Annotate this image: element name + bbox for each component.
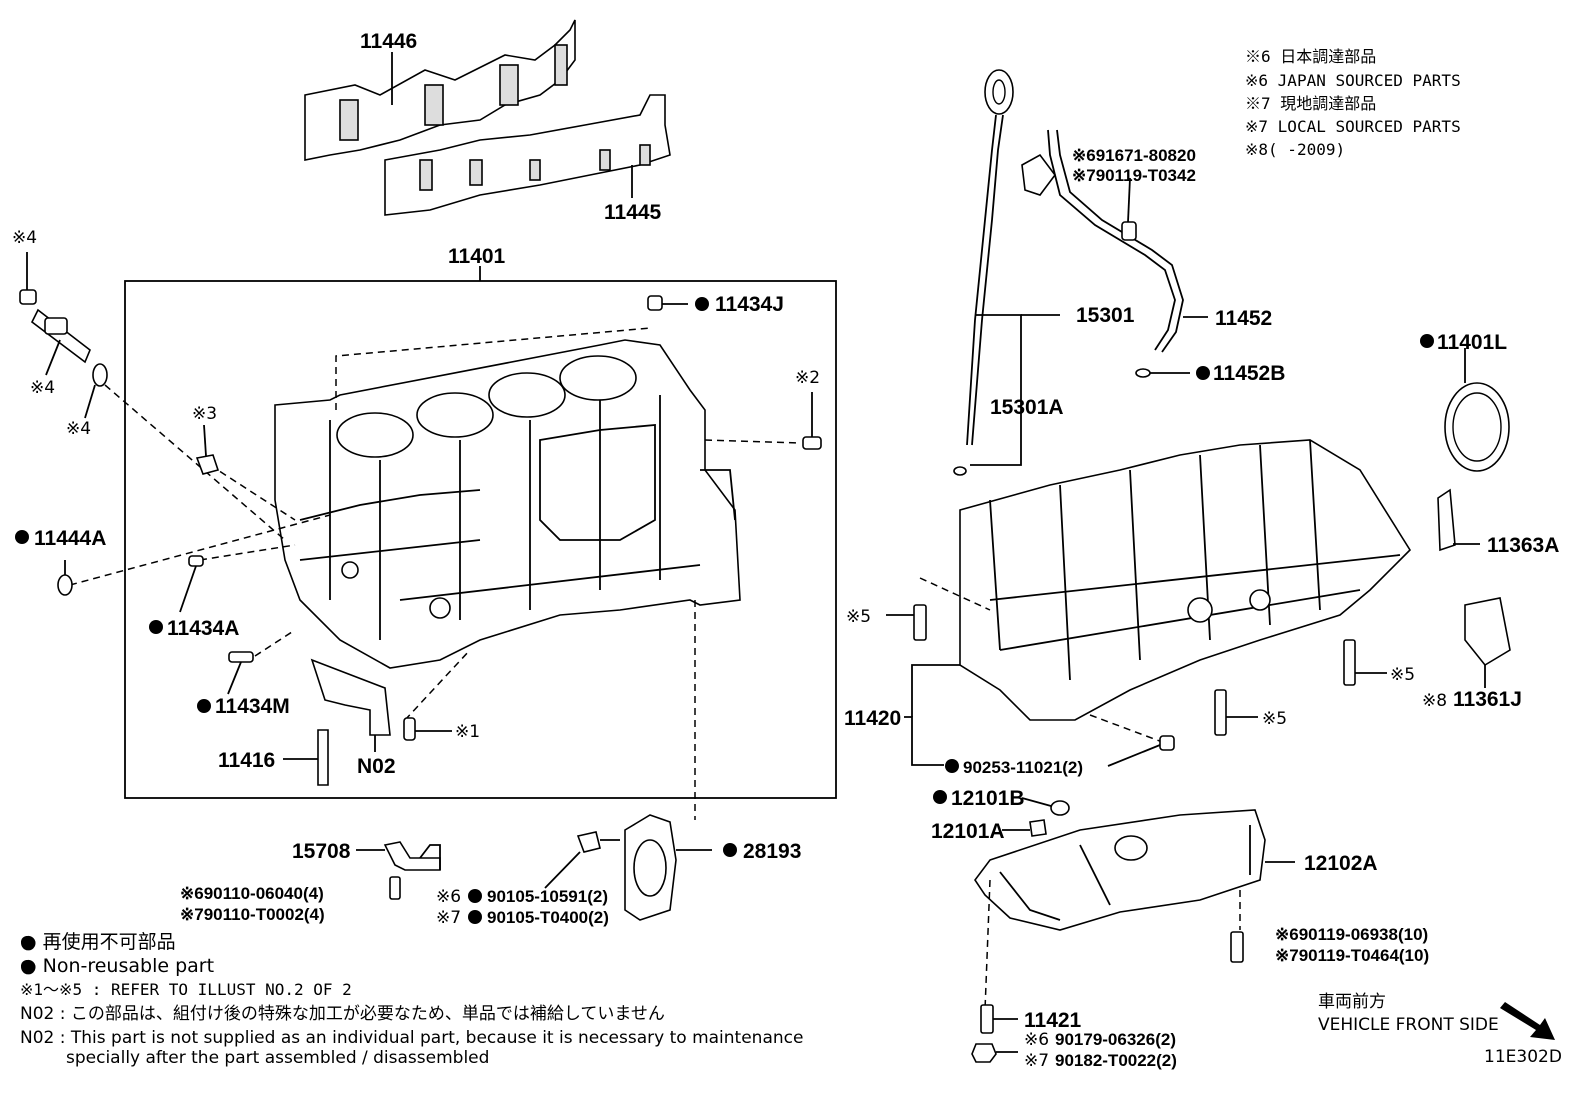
label-mark8: ※8 [1422, 691, 1447, 711]
label-mark6-a: ※6 [436, 887, 461, 907]
direction-label-jp: 車両前方 [1318, 992, 1386, 1012]
label-15708: 15708 [292, 840, 351, 863]
oil-level-gauge-guide-11452-drawing [1021, 129, 1184, 353]
label-11416: 11416 [218, 749, 275, 772]
label-11452B: 11452B [1213, 362, 1285, 385]
label-90110-local: ※790110-T0002(4) [180, 905, 325, 924]
vehicle-front-arrow-icon [1500, 1002, 1555, 1040]
label-11445: 11445 [604, 201, 662, 224]
legend-line-3: ※7 現地調達部品 [1245, 94, 1376, 113]
o-ring-11444A [57, 574, 73, 596]
bolt-ast5-c [1214, 689, 1227, 736]
label-11434J: 11434J [715, 293, 784, 316]
label-ast1: ※1 [455, 722, 480, 742]
label-91671-jp: ※691671-80820 [1072, 146, 1196, 165]
label-mark7-b: ※7 [1024, 1051, 1049, 1071]
nut-90179 [971, 1043, 997, 1063]
oil-pressure-switch-drawing [19, 289, 91, 364]
plug-ast3 [195, 454, 220, 475]
label-90119-06938: ※690119-06938(10) [1275, 925, 1428, 944]
o-ring-ast4 [92, 363, 108, 387]
note-refer-illust: ※1～※5 : REFER TO ILLUST NO.2 OF 2 [20, 980, 352, 999]
label-ast4b: ※4 [30, 378, 55, 398]
nut-90253 [1159, 735, 1175, 751]
label-ast2: ※2 [795, 368, 820, 388]
direction-label-en: VEHICLE FRONT SIDE [1318, 1015, 1499, 1035]
label-15301: 15301 [1076, 304, 1135, 327]
gasket-28193-drawing [624, 814, 677, 921]
label-90179: 90179-06326(2) [1055, 1030, 1176, 1049]
label-90119-T0342: ※790119-T0342 [1072, 166, 1196, 185]
label-11452: 11452 [1215, 307, 1272, 330]
label-90105-local: 90105-T0400(2) [487, 908, 609, 927]
note-nonreusable-jp: ● 再使用不可部品 [20, 931, 176, 953]
gasket-11363A [1437, 488, 1456, 552]
legend-line-1: ※6 日本調達部品 [1245, 47, 1376, 66]
label-12101B: 12101B [951, 787, 1025, 810]
label-11363A: 11363A [1487, 534, 1559, 557]
label-ast5a: ※5 [846, 607, 871, 627]
label-11401L: 11401L [1437, 331, 1507, 354]
label-90105-jp: 90105-10591(2) [487, 887, 608, 906]
label-90110-jp: ※690110-06040(4) [180, 884, 324, 903]
label-ast5c: ※5 [1262, 709, 1287, 729]
label-12101A: 12101A [931, 820, 1005, 843]
label-mark6-b: ※6 [1024, 1030, 1049, 1050]
sensor-15708-drawing [383, 841, 441, 871]
gasket-12101B [1050, 800, 1070, 816]
label-11444A: 11444A [34, 527, 106, 550]
label-15301A: 15301A [990, 396, 1064, 419]
label-ast5b: ※5 [1390, 665, 1415, 685]
pin-11434A [188, 555, 204, 567]
note-n02-en: N02 : This part is not supplied as an in… [20, 1028, 803, 1048]
label-ast4c: ※4 [66, 419, 91, 439]
label-11420: 11420 [844, 707, 901, 730]
label-11361J: 11361J [1453, 688, 1522, 711]
label-90253: 90253-11021(2) [963, 758, 1083, 777]
bolt-ast5-a [913, 604, 927, 641]
label-mark7-a: ※7 [436, 908, 461, 928]
oil-pan-12102A-drawing [974, 809, 1266, 931]
label-11434A: 11434A [167, 617, 239, 640]
label-11446: 11446 [360, 30, 417, 53]
label-ast3: ※3 [192, 404, 217, 424]
bolt-90105 [576, 831, 601, 853]
label-11434M: 11434M [215, 695, 290, 718]
label-90182: 90182-T0022(2) [1055, 1051, 1177, 1070]
note-n02-en-cont: specially after the part assembled / dis… [66, 1048, 489, 1068]
note-nonreusable-en: ● Non-reusable part [20, 955, 214, 977]
pin-11434M [228, 651, 254, 663]
bolt-90110 [389, 876, 401, 900]
bearing-cap-N02 [310, 658, 391, 736]
label-N02: N02 [357, 755, 396, 778]
gasket-11361J [1464, 597, 1511, 667]
label-11421: 11421 [1024, 1009, 1082, 1032]
plug-12101A [1029, 819, 1047, 837]
legend-line-2: ※6 JAPAN SOURCED PARTS [1245, 71, 1461, 90]
legend-line-4: ※7 LOCAL SOURCED PARTS [1245, 117, 1461, 136]
oil-level-gauge-15301-drawing [966, 69, 1014, 446]
label-11401: 11401 [448, 245, 506, 268]
insulator-11446-drawing [304, 19, 576, 161]
bolt-ast5-b [1343, 639, 1356, 686]
label-28193: 28193 [743, 840, 801, 863]
stud-11421 [980, 1004, 994, 1034]
dowel-11434J [647, 295, 663, 311]
pin-ast1 [403, 717, 416, 741]
bolt-11416 [317, 729, 329, 786]
insulator-11445-drawing [384, 94, 671, 216]
pin-ast2 [802, 436, 822, 450]
illust-code: 11E302D [1484, 1047, 1562, 1067]
label-ast4a: ※4 [12, 228, 37, 248]
label-90119-T0464: ※790119-T0464(10) [1275, 946, 1429, 965]
crankcase-11420-drawing [959, 439, 1412, 721]
cylinder-block-drawing [274, 339, 741, 669]
label-12102A: 12102A [1304, 852, 1378, 875]
bolt-90119 [1230, 931, 1244, 963]
legend-line-5: ※8( -2009) [1245, 140, 1345, 159]
note-n02-jp: N02 : この部品は、組付け後の特殊な加工が必要なため、単品では補給していませ… [20, 1004, 665, 1024]
